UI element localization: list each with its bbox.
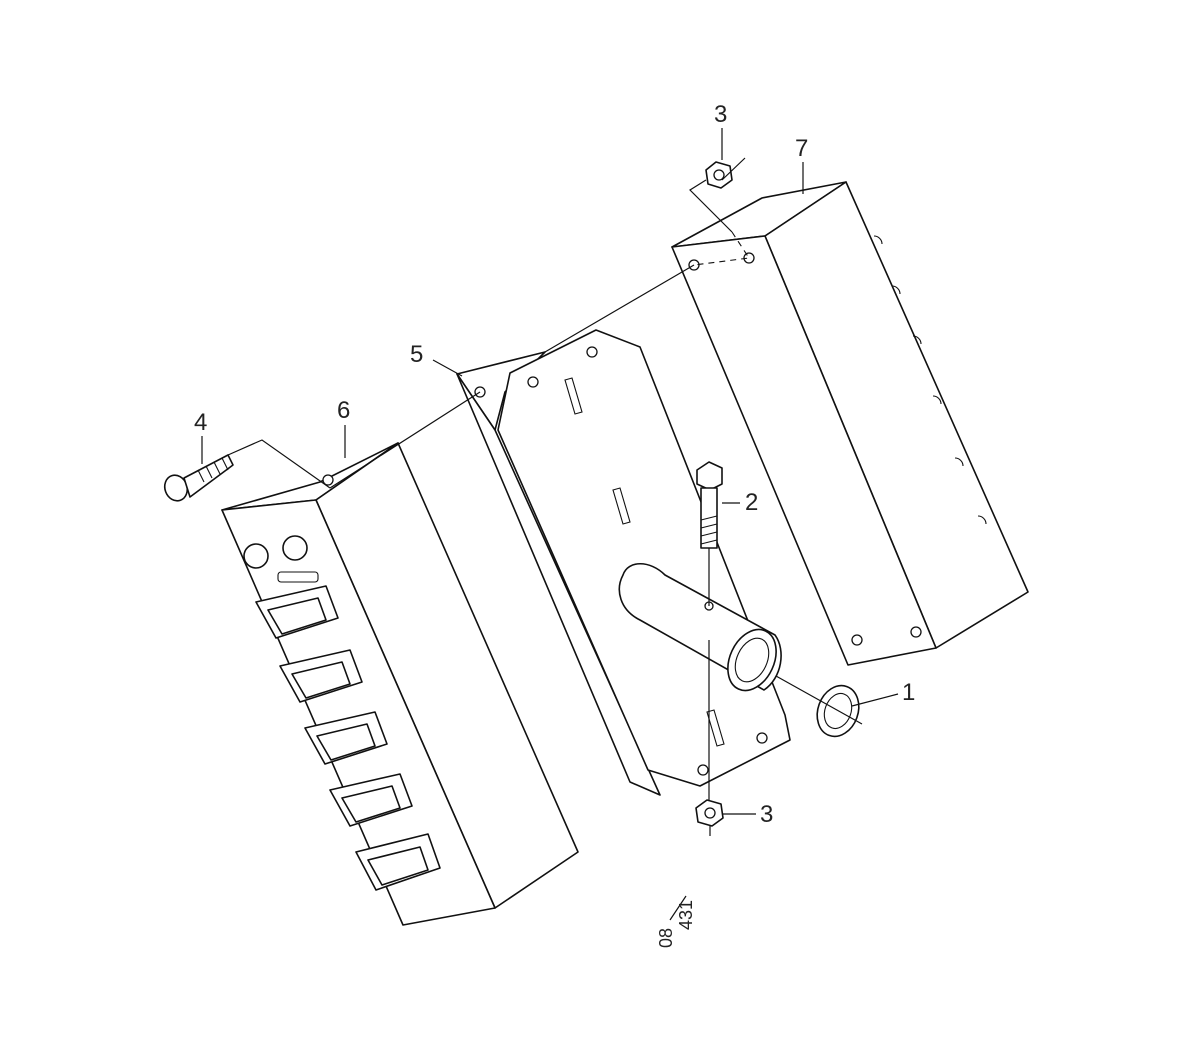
part-7-rear-housing [671,181,1029,666]
part-3-nut-bottom [695,799,724,827]
part-5-mounting-plate [456,329,791,796]
callout-2: 2 [745,489,758,516]
drawing-code-bottom: 431 [676,900,696,930]
assembly-lines [227,157,863,836]
leader-lines [201,128,899,815]
callout-5: 5 [410,341,423,368]
drawing-reference-code: 08 431 [656,895,696,948]
callout-1: 1 [902,679,915,706]
callout-labels: 3 7 5 6 4 2 1 3 [194,101,915,828]
part-6-connector-housing [221,442,579,926]
callout-3-top: 3 [714,101,727,128]
part-3-nut-top [705,161,733,189]
drawing-code-top: 08 [656,928,676,948]
callout-4: 4 [194,409,207,436]
callout-6: 6 [337,397,350,424]
callout-7: 7 [795,135,808,162]
part-4-cap-screw [163,454,234,502]
part-2-bolt [696,461,723,549]
callout-3-bottom: 3 [760,801,773,828]
